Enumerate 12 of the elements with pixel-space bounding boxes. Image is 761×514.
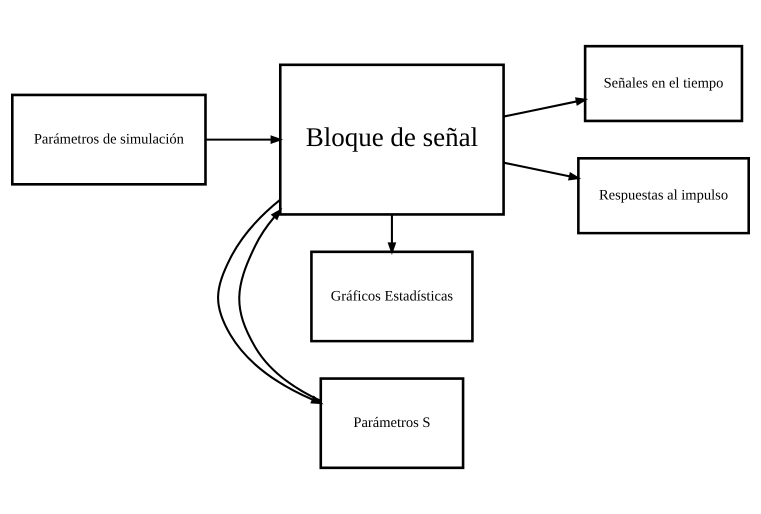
node-box: Respuestas al impulso bbox=[577, 157, 750, 234]
node-box: Gráficos Estadísticas bbox=[310, 250, 474, 342]
arrow bbox=[504, 97, 588, 118]
node-box: Bloque de señal bbox=[278, 64, 505, 216]
arrow bbox=[238, 208, 321, 402]
arrow bbox=[217, 199, 324, 404]
arrow bbox=[504, 162, 582, 181]
node-box: Señales en el tiempo bbox=[584, 44, 744, 122]
node-box: Parámetros de simulación bbox=[11, 94, 207, 186]
arrow bbox=[206, 135, 284, 144]
node-box: Parámetros S bbox=[319, 377, 464, 470]
arrow bbox=[388, 214, 396, 255]
